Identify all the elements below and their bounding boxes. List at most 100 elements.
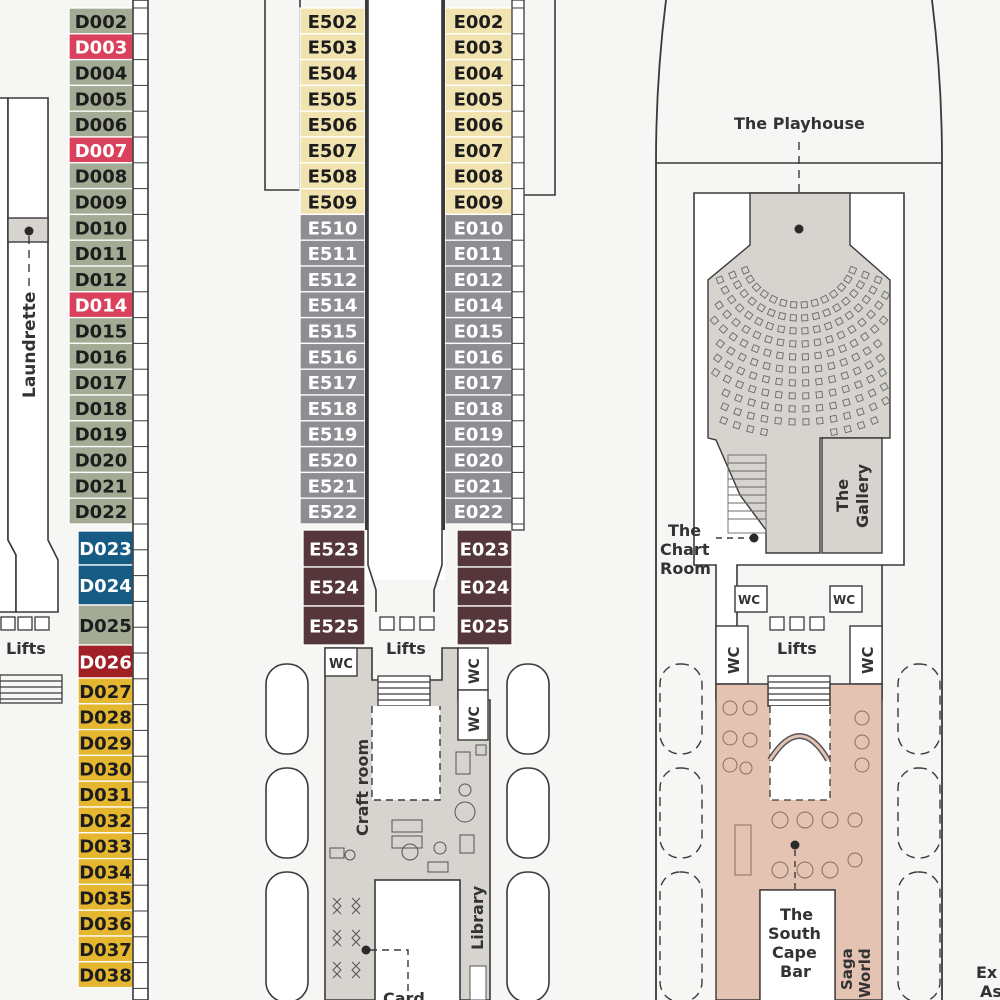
cabin-e018[interactable]: E018 — [444, 394, 513, 422]
craft-void — [371, 706, 441, 801]
cabin-label: D038 — [79, 966, 132, 987]
cabin-e515[interactable]: E515 — [299, 316, 366, 345]
cabin-e503[interactable]: E503 — [299, 33, 366, 61]
cabin-e512[interactable]: E512 — [299, 265, 366, 293]
cabin-e525[interactable]: E525 — [302, 605, 366, 646]
cabin-d004[interactable]: D004 — [68, 58, 134, 87]
cabin-e002[interactable]: E002 — [444, 7, 513, 35]
cabin-e506[interactable]: E506 — [299, 110, 366, 138]
cabin-e011[interactable]: E011 — [444, 239, 513, 267]
cabin-d035[interactable]: D035 — [77, 883, 134, 911]
cabin-d033[interactable]: D033 — [77, 832, 134, 860]
cabin-e514[interactable]: E514 — [299, 291, 366, 319]
cabin-e510[interactable]: E510 — [299, 213, 366, 241]
cabin-e005[interactable]: E005 — [444, 84, 513, 112]
cabin-label: E518 — [308, 399, 358, 420]
cabin-e505[interactable]: E505 — [299, 84, 366, 112]
cabin-d010[interactable]: D010 — [68, 213, 134, 241]
cabin-d002[interactable]: D002 — [68, 7, 134, 35]
cabin-d015[interactable]: D015 — [68, 316, 134, 345]
cabin-e004[interactable]: E004 — [444, 58, 513, 87]
cabin-e010[interactable]: E010 — [444, 213, 513, 241]
cabin-d009[interactable]: D009 — [68, 187, 134, 216]
cabin-e023[interactable]: E023 — [456, 529, 513, 568]
theatre-seating — [709, 265, 891, 436]
cabin-e006[interactable]: E006 — [444, 110, 513, 138]
cabin-e015[interactable]: E015 — [444, 316, 513, 345]
cabin-label: D032 — [79, 811, 132, 832]
middle-stairs — [377, 675, 431, 707]
cabin-e509[interactable]: E509 — [299, 187, 366, 216]
cabin-e014[interactable]: E014 — [444, 291, 513, 319]
cabin-e511[interactable]: E511 — [299, 239, 366, 267]
cabin-d034[interactable]: D034 — [77, 857, 134, 886]
cabin-d019[interactable]: D019 — [68, 420, 134, 448]
cabin-d006[interactable]: D006 — [68, 110, 134, 138]
cabin-e021[interactable]: E021 — [444, 471, 513, 499]
wc-right-2 — [829, 585, 863, 613]
cabin-e008[interactable]: E008 — [444, 162, 513, 190]
cabin-e024[interactable]: E024 — [456, 566, 513, 607]
cabin-d029[interactable]: D029 — [77, 728, 134, 757]
cabin-e009[interactable]: E009 — [444, 187, 513, 216]
cabin-e508[interactable]: E508 — [299, 162, 366, 190]
cabin-d032[interactable]: D032 — [77, 806, 134, 834]
cabin-d021[interactable]: D021 — [68, 471, 134, 499]
card-room-label: Card — [383, 989, 425, 1000]
cabin-e022[interactable]: E022 — [444, 497, 513, 525]
cabin-d028[interactable]: D028 — [77, 703, 134, 731]
cabin-d037[interactable]: D037 — [77, 935, 134, 963]
cabin-d022[interactable]: D022 — [68, 497, 134, 525]
cabin-label: D005 — [75, 89, 128, 110]
cabin-d017[interactable]: D017 — [68, 368, 134, 396]
cabin-label: D019 — [75, 425, 128, 446]
cabin-d026[interactable]: D026 — [77, 644, 134, 679]
cabin-e522[interactable]: E522 — [299, 497, 366, 525]
cabin-e519[interactable]: E519 — [299, 420, 366, 448]
cabin-e020[interactable]: E020 — [444, 445, 513, 474]
cabin-e523[interactable]: E523 — [302, 529, 366, 568]
cabin-e504[interactable]: E504 — [299, 58, 366, 87]
cabin-d027[interactable]: D027 — [77, 677, 134, 705]
cabin-e016[interactable]: E016 — [444, 342, 513, 370]
cabin-d008[interactable]: D008 — [68, 162, 134, 190]
cabin-d018[interactable]: D018 — [68, 394, 134, 422]
cabin-d016[interactable]: D016 — [68, 342, 134, 370]
cabin-d005[interactable]: D005 — [68, 84, 134, 112]
cabin-d014[interactable]: D014 — [68, 291, 134, 319]
cabin-d003[interactable]: D003 — [68, 33, 134, 61]
cabin-e520[interactable]: E520 — [299, 445, 366, 474]
cabin-e025[interactable]: E025 — [456, 605, 513, 646]
cabin-d024[interactable]: D024 — [77, 564, 134, 606]
cabin-label: D033 — [79, 837, 132, 858]
cabin-label: E010 — [454, 218, 504, 239]
cabin-d030[interactable]: D030 — [77, 754, 134, 782]
cabin-e017[interactable]: E017 — [444, 368, 513, 396]
cabin-label: E008 — [454, 167, 504, 188]
cabin-e516[interactable]: E516 — [299, 342, 366, 370]
cabin-d023[interactable]: D023 — [77, 530, 134, 566]
cabin-d011[interactable]: D011 — [68, 239, 134, 267]
cabin-d012[interactable]: D012 — [68, 265, 134, 293]
cabin-e521[interactable]: E521 — [299, 471, 366, 499]
cabin-e507[interactable]: E507 — [299, 136, 366, 164]
cabin-label: E006 — [454, 115, 504, 136]
cabin-d031[interactable]: D031 — [77, 780, 134, 808]
cabin-d020[interactable]: D020 — [68, 445, 134, 474]
cabin-e517[interactable]: E517 — [299, 368, 366, 396]
cabin-label: E012 — [454, 270, 504, 291]
cabin-e502[interactable]: E502 — [299, 7, 366, 35]
cabin-e019[interactable]: E019 — [444, 420, 513, 448]
cabin-d007[interactable]: D007 — [68, 136, 134, 164]
cabin-d036[interactable]: D036 — [77, 909, 134, 937]
cabin-label: D012 — [75, 270, 128, 291]
cabin-e518[interactable]: E518 — [299, 394, 366, 422]
cabin-d025[interactable]: D025 — [77, 604, 134, 646]
cabin-e524[interactable]: E524 — [302, 566, 366, 607]
cabin-e007[interactable]: E007 — [444, 136, 513, 164]
cabin-e003[interactable]: E003 — [444, 33, 513, 61]
cabin-label: D025 — [79, 616, 132, 637]
cabin-e012[interactable]: E012 — [444, 265, 513, 293]
cabin-d038[interactable]: D038 — [77, 961, 134, 989]
playhouse-marker — [794, 224, 804, 234]
